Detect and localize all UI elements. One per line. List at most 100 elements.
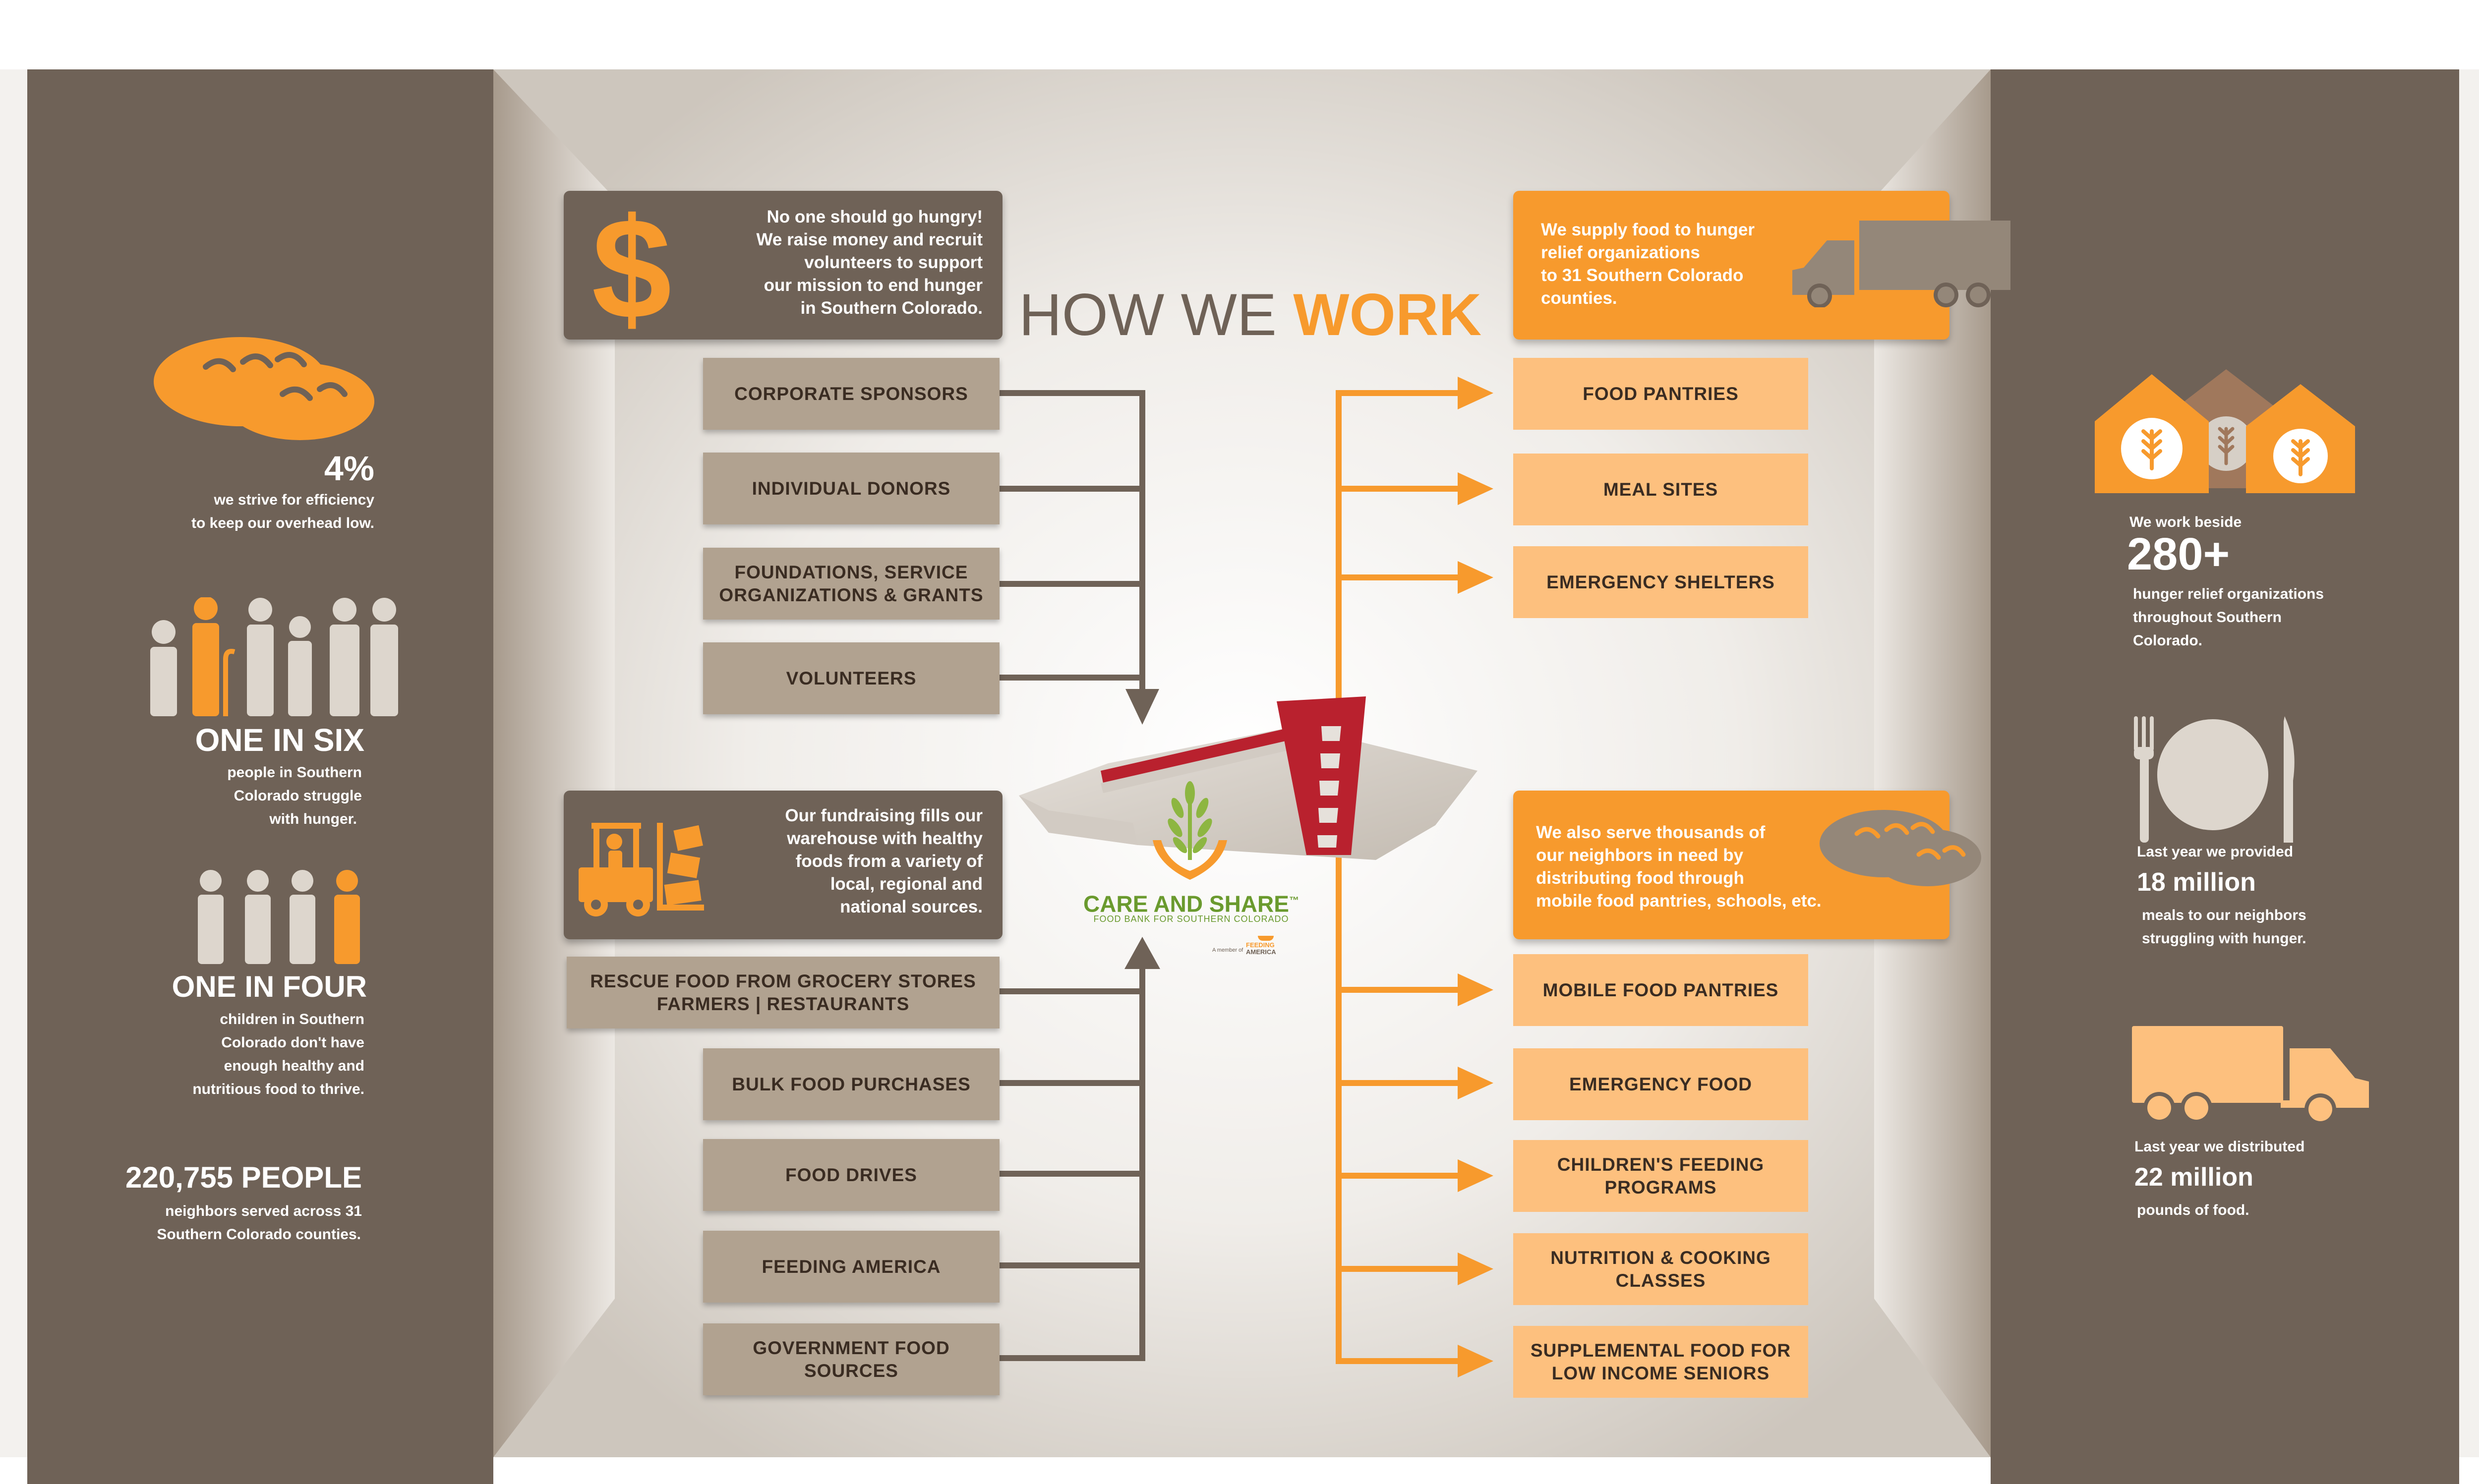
raise-callout: $ No one should go hungry! We raise mone… (564, 191, 1003, 340)
member-prefix: A member of (1212, 947, 1243, 953)
feeding-america-mark: FEEDING AMERICA (1246, 936, 1300, 956)
organizations-text-3: Colorado. (2133, 632, 2202, 649)
program-mobile-food-pantries: MOBILE FOOD PANTRIES (1513, 954, 1808, 1026)
truck-icon (2132, 1026, 2369, 1123)
logo-trademark: ™ (1289, 895, 1299, 906)
meals-text-1: meals to our neighbors (2142, 907, 2306, 923)
agency-food-pantries: FOOD PANTRIES (1513, 358, 1808, 430)
warehouse-callout: Our fundraising fills our warehouse with… (564, 791, 1003, 939)
food-source-food-drives: FOOD DRIVES (703, 1139, 1000, 1211)
funding-label-4: VOLUNTEERS (786, 668, 917, 688)
supply-line-3: to 31 Southern Colorado (1541, 266, 1744, 285)
warehouse-line-5: national sources. (840, 897, 983, 916)
meals-text-2: struggling with hunger. (2142, 930, 2306, 947)
program-label-4b: CLASSES (1615, 1270, 1706, 1291)
supply-line-4: counties. (1541, 288, 1617, 308)
serve-line-4: mobile food pantries, schools, etc. (1536, 891, 1822, 911)
one-in-four-text-3: enough healthy and (224, 1058, 364, 1074)
organizations-text-1: hunger relief organizations (2133, 586, 2324, 602)
funding-source-corporate-sponsors: CORPORATE SPONSORS (703, 358, 1000, 430)
funding-source-volunteers: VOLUNTEERS (703, 642, 1000, 714)
houses-wheat-icon (2095, 369, 2355, 493)
one-in-four-text-4: nutritious food to thrive. (192, 1081, 364, 1097)
raise-line-2: We raise money and recruit (756, 230, 983, 249)
serve-line-1: We also serve thousands of (1536, 823, 1766, 842)
one-in-four-heading: ONE IN FOUR (172, 970, 367, 1003)
program-emergency-food: EMERGENCY FOOD (1513, 1048, 1808, 1120)
one-in-four-text-2: Colorado don't have (221, 1034, 364, 1051)
warehouse-line-2: warehouse with healthy (787, 829, 983, 848)
agency-label-1: FOOD PANTRIES (1583, 383, 1739, 404)
agency-emergency-shelters: EMERGENCY SHELTERS (1513, 546, 1808, 618)
one-in-six-text-3: with hunger. (269, 811, 357, 827)
program-label-2: EMERGENCY FOOD (1569, 1074, 1752, 1094)
warehouse-line-3: foods from a variety of (795, 852, 983, 871)
organizations-value: 280+ (2127, 529, 2230, 579)
efficiency-text-1: we strive for efficiency (214, 492, 374, 508)
plate-fork-knife-icon (2134, 716, 2295, 843)
warehouse-line-1: Our fundraising fills our (785, 806, 983, 825)
one-in-six-text-2: Colorado struggle (234, 788, 362, 804)
program-label-3b: PROGRAMS (1604, 1177, 1717, 1198)
title-emphasis: WORK (1293, 282, 1482, 348)
food-source-bulk-purchases: BULK FOOD PURCHASES (703, 1048, 1000, 1120)
warehouse-illustration (1019, 696, 1477, 860)
pounds-value: 22 million (2134, 1163, 2253, 1192)
dollar-icon: $ (593, 202, 670, 331)
logo-name-text: CARE AND SHARE (1083, 891, 1289, 917)
pounds-text-1: pounds of food. (2137, 1202, 2249, 1218)
food-label-2: BULK FOOD PURCHASES (732, 1074, 971, 1094)
raise-line-5: in Southern Colorado. (800, 298, 983, 318)
raise-line-4: our mission to end hunger (764, 276, 983, 295)
funding-label-3: FOUNDATIONS, SERVICE (734, 562, 968, 582)
feeding-america-badge: A member of FEEDING AMERICA (1212, 936, 1301, 961)
meals-intro: Last year we provided (2137, 844, 2294, 860)
agency-meal-sites: MEAL SITES (1513, 454, 1808, 525)
page-title: HOW WE WORK (1019, 280, 1481, 349)
food-label-1: RESCUE FOOD FROM GROCERY STORES (590, 970, 976, 991)
raise-line-3: volunteers to support (804, 253, 983, 272)
people-served-heading: 220,755 PEOPLE (125, 1161, 362, 1194)
serve-line-3: distributing food through (1536, 868, 1744, 888)
logo-name: CARE AND SHARE™ (1083, 887, 1299, 917)
program-label-4: NUTRITION & COOKING (1550, 1247, 1771, 1268)
efficiency-text-2: to keep our overhead low. (191, 515, 374, 531)
one-in-six-heading: ONE IN SIX (195, 722, 364, 758)
food-source-feeding-america: FEEDING AMERICA (703, 1231, 1000, 1303)
organizations-intro: We work beside (2129, 514, 2242, 530)
supply-callout: We supply food to hunger relief organiza… (1513, 191, 1949, 340)
bread-icon (154, 337, 374, 440)
raise-line-1: No one should go hungry! (767, 207, 983, 227)
funding-source-individual-donors: INDIVIDUAL DONORS (703, 453, 1000, 524)
member-line-2: AMERICA (1246, 948, 1276, 956)
agency-label-3: EMERGENCY SHELTERS (1546, 571, 1775, 592)
one-in-six-text-1: people in Southern (227, 764, 362, 781)
program-label-1: MOBILE FOOD PANTRIES (1542, 979, 1779, 1000)
program-label-5b: LOW INCOME SENIORS (1551, 1363, 1770, 1383)
food-label-5b: SOURCES (804, 1360, 898, 1381)
member-line-1: FEEDING (1246, 941, 1275, 949)
organizations-text-2: throughout Southern (2133, 609, 2282, 626)
warehouse-line-4: local, regional and (830, 874, 983, 894)
funding-label-1: CORPORATE SPONSORS (734, 383, 968, 404)
funding-label-2: INDIVIDUAL DONORS (752, 478, 951, 499)
funding-label-3b: ORGANIZATIONS & GRANTS (719, 584, 984, 605)
food-label-3: FOOD DRIVES (785, 1164, 917, 1185)
people-served-text-2: Southern Colorado counties. (157, 1226, 361, 1243)
pounds-intro: Last year we distributed (2134, 1139, 2305, 1155)
supply-truck-icon (1792, 221, 2010, 307)
logo-tagline: FOOD BANK FOR SOUTHERN COLORADO (1093, 914, 1289, 924)
svg-text:$: $ (593, 202, 670, 331)
supply-line-2: relief organizations (1541, 243, 1700, 262)
serve-line-2: our neighbors in need by (1536, 846, 1744, 865)
one-in-four-text-1: children in Southern (220, 1011, 364, 1027)
forklift-icon (579, 823, 704, 916)
food-label-5: GOVERNMENT FOOD (753, 1337, 950, 1358)
food-label-1b: FARMERS | RESTAURANTS (656, 993, 910, 1014)
